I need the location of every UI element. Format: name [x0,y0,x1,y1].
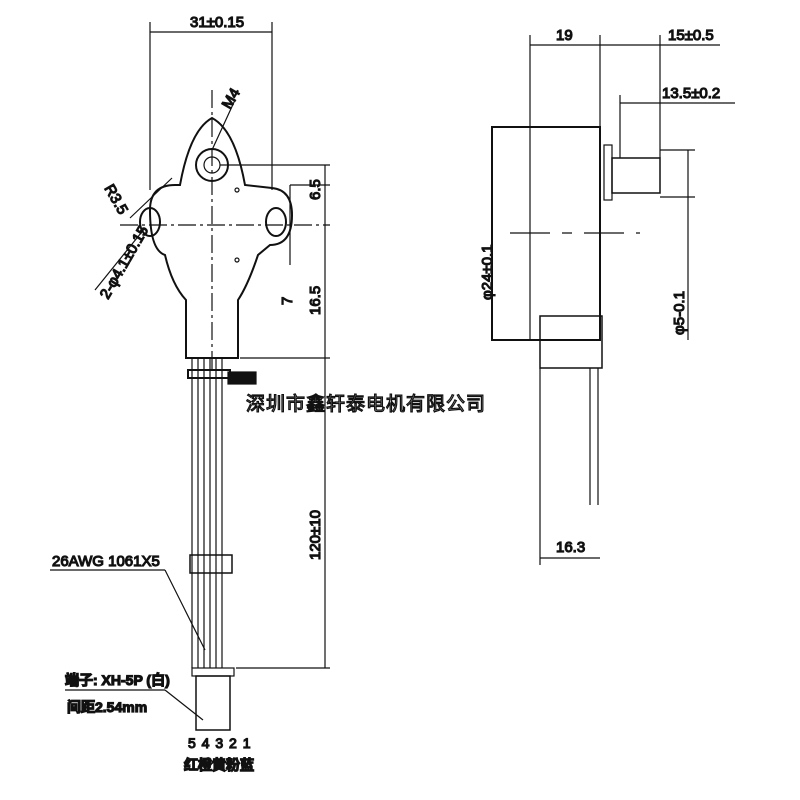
side-dimension-lines [491,35,735,565]
dim-shaft-diameter: φ5-0.1 [671,291,688,335]
label-radius: R3.5 [101,182,132,218]
dim-top: 6.5 [307,179,324,200]
dim-diameter: φ24±0.1 [479,245,496,301]
dim-lead-length: 120±10 [307,510,324,560]
wire-bundle [187,358,257,731]
front-view-outline [120,90,330,370]
dim-shaft-flat: 13.5±0.2 [662,85,720,102]
watermark: 深圳市鑫轩泰电机有限公司 [246,393,486,415]
label-pin-numbers: 5 4 3 2 1 [188,735,252,751]
dim-shaft-length: 15±0.5 [668,27,714,44]
side-view-outline [491,126,661,505]
label-wire-colors: 红橙黄粉蓝 [184,757,254,773]
label-holes: 2-φ4.1±0.15 [97,223,152,302]
label-thread: M4 [219,85,244,112]
dim-mid: 16.5 [307,286,324,315]
dim-depth: 19 [556,27,573,44]
label-wire-spec: 26AWG 1061X5 [52,553,160,570]
dim-bottom: 16.3 [556,539,585,556]
dim-seven: 7 [279,297,296,305]
label-pitch: 间距2.54mm [67,699,147,715]
label-connector: 端子: XH-5P (白) [65,672,170,688]
dim-width: 31±0.15 [190,14,244,31]
front-dimension-lines [50,22,330,721]
